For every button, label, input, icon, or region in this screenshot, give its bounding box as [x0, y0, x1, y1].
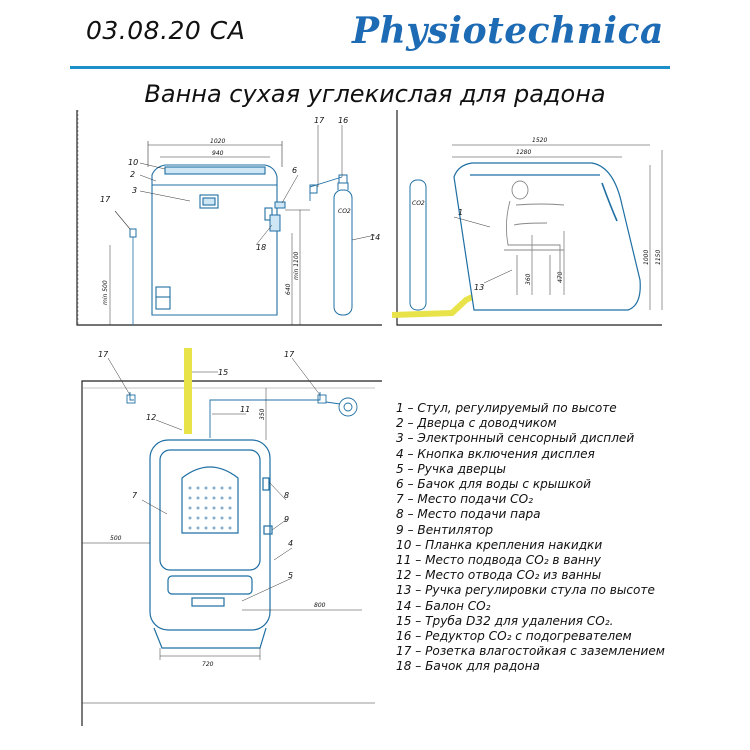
- legend-item: 11 – Место подвода CO₂ в ванну: [396, 553, 601, 568]
- brand-logo: Physiotechnica: [352, 10, 664, 52]
- legend-item: 3 – Электронный сенсорный дисплей: [396, 431, 635, 446]
- label-10: 10: [128, 158, 138, 167]
- legend-item: 18 – Бачок для радона: [396, 659, 540, 674]
- label-14: 14: [370, 233, 380, 242]
- dim-720: 720: [202, 661, 214, 668]
- label-11: 11: [240, 405, 250, 414]
- reducer-16: [338, 174, 348, 184]
- dim-1520: 1520: [532, 137, 547, 144]
- front-top-bar: [164, 166, 266, 175]
- label-15: 15: [218, 368, 228, 377]
- label-17-top: 17: [314, 116, 325, 125]
- co2-text-front: CO2: [338, 208, 351, 215]
- dim-1280: 1280: [516, 149, 531, 156]
- document-code: 03.08.20 CA: [86, 16, 246, 45]
- dim-500-plan: 500: [110, 535, 122, 542]
- front-wall-floor: [76, 110, 382, 326]
- label-4: 4: [288, 539, 293, 548]
- label-13: 13: [474, 283, 484, 292]
- label-17-front: 17: [100, 195, 111, 204]
- plan-seat: [181, 466, 239, 534]
- co2-cylinder-front: [333, 189, 353, 316]
- legend-item: 4 – Кнопка включения дисплея: [396, 446, 595, 461]
- legend-item: 2 – Дверца с доводчиком: [396, 416, 557, 431]
- radon-tank-18: [269, 214, 281, 232]
- label-17-plan-right: 17: [284, 350, 295, 359]
- dim-800: 800: [314, 602, 326, 609]
- co2-text-side: CO2: [412, 200, 425, 207]
- legend-item: 14 – Балон CO₂: [396, 598, 491, 613]
- plan-door-handle: [191, 597, 225, 607]
- label-6: 6: [292, 166, 297, 175]
- dim-640: 640: [285, 283, 292, 295]
- front-bath-body: [151, 164, 278, 316]
- plan-walls: [81, 380, 382, 726]
- plan-bath-body: [149, 439, 271, 631]
- plan-view-drawing: 350 500 800 720 17 17 15 12 11 7 8 9 4 5: [81, 348, 382, 726]
- label-9: 9: [284, 515, 289, 524]
- side-bath-shell: [453, 162, 641, 311]
- legend-item: 17 – Розетка влагостойкая с заземлением: [396, 644, 665, 659]
- legend-item: 16 – Редуктор CO₂ с подогревателем: [396, 629, 632, 644]
- legend-item: 7 – Место подачи CO₂: [396, 492, 533, 507]
- dim-1000: 1000: [643, 250, 650, 265]
- label-5: 5: [288, 571, 293, 580]
- legend-item: 6 – Бачок для воды с крышкой: [396, 477, 591, 492]
- label-18: 18: [256, 243, 266, 252]
- exhaust-pipe-side: [392, 294, 474, 318]
- side-view-drawing: 1520 1280 1000 1150 360 470 CO2 1 13: [392, 110, 663, 326]
- label-17-plan-left: 17: [98, 350, 109, 359]
- legend-item: 12 – Место отвода CO₂ из ванны: [396, 568, 602, 583]
- dim-940: 940: [212, 150, 224, 157]
- co2-cylinder-plan: [338, 397, 358, 417]
- legend-list: 1 – Стул, регулируемый по высоте 2 – Две…: [396, 401, 665, 675]
- header-rule: [70, 66, 670, 69]
- seated-person: [504, 180, 565, 295]
- seat-perforation: [188, 486, 232, 530]
- label-16: 16: [338, 116, 348, 125]
- dim-min1100: min 1100: [293, 251, 300, 280]
- label-1: 1: [458, 208, 463, 217]
- socket-17-plan-right: [317, 394, 327, 404]
- socket-17-front: [129, 228, 137, 238]
- dim-1150: 1150: [655, 250, 662, 265]
- dim-1020: 1020: [210, 138, 225, 145]
- label-2: 2: [130, 170, 135, 179]
- front-view-drawing: 1020 940 min 500 640 min 1100 CO2: [76, 110, 382, 326]
- legend-item: 9 – Вентилятор: [396, 522, 494, 537]
- water-tank-6: [274, 201, 286, 209]
- front-display: [199, 194, 219, 209]
- legend-item: 13 – Ручка регулировки стула по высоте: [396, 583, 655, 598]
- legend-item: 15 – Труба D32 для удаления CO₂.: [396, 613, 614, 628]
- socket-17-plan-left: [126, 394, 136, 404]
- dim-350: 350: [259, 408, 266, 420]
- label-12: 12: [146, 413, 156, 422]
- dim-min500-front: min 500: [102, 280, 109, 305]
- dim-360: 360: [525, 273, 532, 285]
- dim-470: 470: [557, 271, 564, 283]
- label-8: 8: [284, 491, 289, 500]
- legend-item: 8 – Место подачи пара: [396, 507, 541, 522]
- side-wall-floor: [396, 110, 662, 326]
- co2-cylinder-side: [409, 179, 427, 311]
- drawing-title: Ванна сухая углекислая для радона: [144, 80, 606, 108]
- legend-item: 5 – Ручка дверцы: [396, 461, 506, 476]
- label-7: 7: [132, 491, 138, 500]
- legend-item: 10 – Планка крепления накидки: [396, 537, 603, 552]
- label-3: 3: [132, 186, 137, 195]
- legend-item: 1 – Стул, регулируемый по высоте: [396, 401, 617, 415]
